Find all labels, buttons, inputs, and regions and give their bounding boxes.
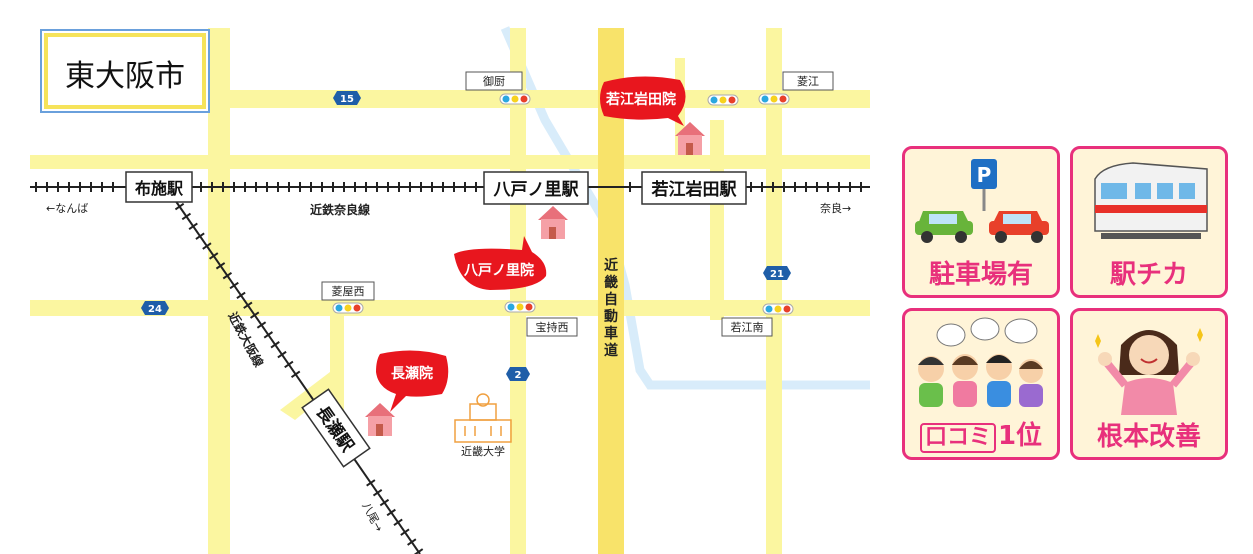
house-icon bbox=[538, 206, 568, 239]
clinic-nagase-label: 長瀬院 bbox=[391, 365, 433, 382]
kintetsu-osaka-line bbox=[174, 199, 424, 554]
intersection-hishiyanishi: 菱屋西 bbox=[332, 285, 365, 298]
svg-text:2: 2 bbox=[515, 370, 522, 381]
route-24: 24 bbox=[141, 301, 169, 315]
route-2: 2 bbox=[506, 367, 530, 381]
station-fuse[interactable]: 布施駅 bbox=[125, 171, 193, 203]
train-icon bbox=[1094, 162, 1208, 239]
clinic-wakaeiwata-marker[interactable]: 若江岩田院 bbox=[600, 76, 686, 126]
city-title-text: 東大阪市 bbox=[65, 59, 185, 94]
house-icon bbox=[675, 122, 705, 155]
feature-near-station: 駅チカ bbox=[1070, 146, 1228, 298]
clinic-nagase-marker[interactable]: 長瀬院 bbox=[376, 350, 449, 412]
feature-cards: P 駐車場有 駅チカ bbox=[902, 146, 1232, 464]
area-map: 布施駅 八戸ノ里駅 若江岩田駅 長瀬駅 東大阪市 15 24 21 2 bbox=[30, 26, 870, 554]
happy-person-icon bbox=[1095, 328, 1203, 415]
intersection-hojinishi: 宝持西 bbox=[536, 320, 569, 334]
svg-text:自: 自 bbox=[604, 291, 618, 308]
svg-text:P: P bbox=[977, 163, 992, 187]
university-icon bbox=[454, 393, 512, 443]
svg-text:道: 道 bbox=[604, 342, 618, 359]
feature-parking: P 駐車場有 bbox=[902, 146, 1060, 298]
roads bbox=[30, 28, 870, 554]
intersection-labels: 御厨 菱江 菱屋西 宝持西 若江南 bbox=[321, 71, 834, 337]
route-21: 21 bbox=[763, 266, 791, 280]
route-15: 15 bbox=[333, 91, 361, 105]
river bbox=[500, 26, 870, 390]
station-fuse-label: 布施駅 bbox=[135, 179, 184, 198]
svg-text:畿: 畿 bbox=[604, 274, 618, 291]
svg-text:近: 近 bbox=[604, 257, 618, 274]
station-nagase[interactable]: 長瀬駅 bbox=[301, 388, 371, 468]
feature-improvement-label: 根本改善 bbox=[1096, 422, 1201, 452]
people-talking-icon bbox=[918, 317, 1043, 407]
station-yaenosato[interactable]: 八戸ノ里駅 bbox=[483, 171, 589, 205]
to-nara-label: 奈良→ bbox=[820, 201, 851, 215]
feature-parking-label: 駐車場有 bbox=[928, 260, 1033, 290]
reviews-rank-text: 1位 bbox=[997, 421, 1043, 451]
traffic-lights bbox=[332, 93, 794, 315]
kintetsu-nara-label: 近鉄奈良線 bbox=[310, 202, 370, 217]
city-title: 東大阪市 bbox=[40, 29, 210, 113]
intersection-wakaeminami: 若江南 bbox=[731, 321, 764, 334]
feature-improvement: 根本改善 bbox=[1070, 308, 1228, 460]
clinic-wakaeiwata-label: 若江岩田院 bbox=[605, 91, 676, 108]
svg-text:15: 15 bbox=[340, 94, 354, 105]
intersection-hishie: 菱江 bbox=[797, 75, 819, 88]
university: 近畿大学 bbox=[454, 393, 512, 458]
house-icon bbox=[365, 403, 395, 436]
parking-icon: P bbox=[915, 159, 1049, 243]
kintetsu-osaka-label: 近鉄大阪線 bbox=[225, 309, 266, 369]
station-yaenosato-label: 八戸ノ里駅 bbox=[494, 180, 580, 200]
clinic-yaenosato-marker[interactable]: 八戸ノ里院 bbox=[454, 236, 547, 290]
station-wakaeiwata[interactable]: 若江岩田駅 bbox=[641, 171, 747, 205]
station-wakaeiwata-label: 若江岩田駅 bbox=[651, 179, 738, 200]
to-namba-label: ←なんば bbox=[46, 202, 88, 215]
clinic-yaenosato-label: 八戸ノ里院 bbox=[463, 262, 534, 279]
reviews-box-text: 口コミ bbox=[919, 423, 996, 453]
svg-text:21: 21 bbox=[770, 269, 784, 280]
university-label: 近畿大学 bbox=[461, 444, 505, 458]
feature-near-station-label: 駅チカ bbox=[1109, 260, 1188, 290]
svg-text:24: 24 bbox=[148, 304, 162, 315]
svg-text:動: 動 bbox=[604, 308, 618, 325]
intersection-mikuriya: 御厨 bbox=[483, 74, 505, 88]
svg-text:車: 車 bbox=[604, 325, 618, 342]
